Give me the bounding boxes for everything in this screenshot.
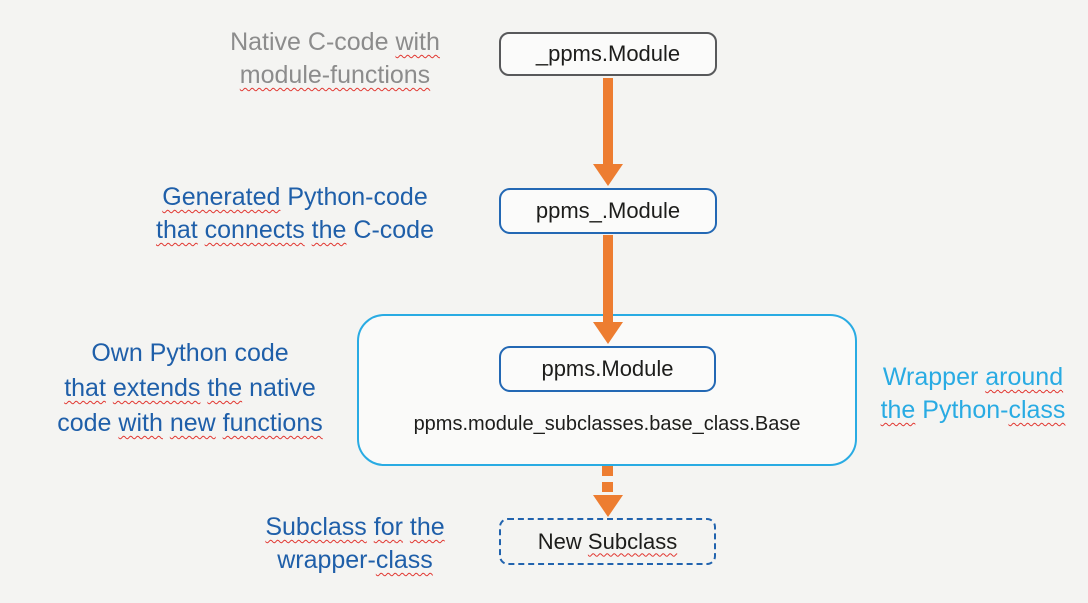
node-ppms-generated-module-label: ppms_.Module <box>535 198 681 223</box>
arrow-module-to-subclass-dash2 <box>602 482 613 492</box>
node-ppms-generated-module: ppms_.Module <box>499 188 717 234</box>
arrow-module-to-subclass-dash1 <box>602 466 613 476</box>
arrow-module-to-subclass-head <box>593 495 623 517</box>
node-ppms-c-module-label: _ppms.Module <box>535 41 681 66</box>
node-new-subclass: New Subclass <box>499 518 716 565</box>
node-base-class-path: ppms.module_subclasses.base_class.Base <box>413 413 801 435</box>
arrow-generated-to-module-shaft <box>603 235 613 323</box>
node-ppms-module: ppms.Module <box>499 346 716 392</box>
node-ppms-module-label: ppms.Module <box>541 356 674 381</box>
node-ppms-c-module: _ppms.Module <box>499 32 717 76</box>
node-new-subclass-label: New Subclass <box>537 528 678 554</box>
arrow-native-to-generated-head <box>593 164 623 186</box>
arrow-generated-to-module-head <box>593 322 623 344</box>
arrow-native-to-generated-shaft <box>603 78 613 165</box>
